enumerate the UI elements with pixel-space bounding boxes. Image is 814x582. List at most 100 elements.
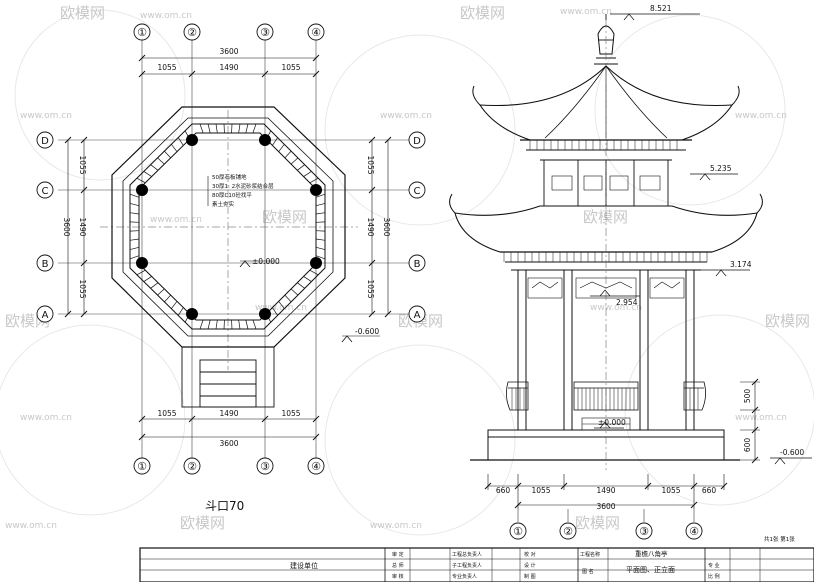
column-dot	[259, 134, 271, 146]
detail-stroke	[290, 157, 299, 165]
detail-stroke	[284, 150, 292, 159]
width-dim: 1055	[531, 486, 550, 495]
detail-stroke	[129, 238, 140, 241]
plan-features	[136, 134, 380, 408]
axis-label: ④	[311, 26, 321, 39]
dim-side-total: 3600	[382, 217, 391, 236]
detail-stroke	[129, 255, 140, 260]
dim-side-seg: 1055	[366, 279, 375, 298]
watermark-brand: 欧模网	[180, 514, 225, 532]
detail-stroke	[297, 282, 305, 289]
right-col: 专 业	[708, 562, 720, 569]
height-dim: 500	[743, 389, 752, 404]
tb-cell: 工程总负责人	[452, 551, 482, 558]
column-dot	[136, 257, 148, 269]
dim-side-seg: 1055	[78, 155, 87, 174]
axis-label: ①	[137, 26, 147, 39]
axis-label: ②	[187, 26, 197, 39]
watermark-site: www.om.cn	[20, 111, 72, 121]
detail-stroke	[303, 276, 312, 282]
watermark-brand: 欧模网	[575, 514, 620, 532]
tb-cell: 审 定	[392, 551, 404, 558]
watermark-brand: 欧模网	[262, 208, 307, 226]
detail-stroke	[309, 269, 319, 276]
tb-cell: 校 对	[524, 551, 536, 558]
lower-roof-rafters	[503, 252, 708, 262]
width-dim: 1490	[596, 486, 615, 495]
detail-stroke	[136, 269, 146, 276]
plan-dim-ticks	[64, 54, 392, 441]
detail-stroke	[303, 171, 312, 177]
dim-segment: 1490	[219, 409, 238, 418]
level-floor: ±0.000	[598, 418, 626, 427]
axis-label: B	[42, 259, 49, 270]
elevation-text: 8.521 5.235 3.174 2.954 ±0.000 -0.600 50…	[496, 4, 805, 538]
watermark-circles	[0, 9, 814, 536]
watermark-site: www.om.cn	[5, 521, 57, 531]
detail-stroke	[297, 164, 305, 171]
watermark-site: www.om.cn	[735, 413, 787, 423]
column-dot	[310, 257, 322, 269]
detail-stroke	[164, 150, 171, 159]
watermark-site: www.om.cn	[560, 7, 612, 17]
detail-stroke	[315, 246, 326, 250]
detail-stroke	[238, 123, 241, 134]
detail-stroke	[315, 212, 326, 215]
material-note: 素土夯实	[212, 200, 235, 208]
build-unit-label: 建设单位	[290, 561, 318, 570]
watermark-brand: 欧模网	[765, 312, 810, 330]
level-upper: 5.235	[710, 164, 732, 173]
drawing-label: 图 名	[582, 568, 594, 575]
detail-stroke	[278, 144, 285, 152]
detail-stroke	[215, 123, 218, 134]
watermark-site: www.om.cn	[150, 215, 202, 225]
watermark-brand: 欧模网	[60, 4, 105, 22]
plan-label: 斗口70	[205, 499, 244, 513]
watermark-site: www.om.cn	[735, 111, 787, 121]
axis-label: C	[42, 186, 49, 197]
plan-axis-lines	[58, 40, 425, 458]
detail-stroke	[272, 137, 278, 146]
width-dim: 660	[702, 486, 717, 495]
plan-octagon-platform	[122, 117, 334, 337]
detail-stroke	[199, 123, 204, 134]
axis-label: ①	[137, 460, 147, 473]
detail-stroke	[252, 319, 257, 330]
column-dot	[186, 308, 198, 320]
material-note: 30厚1: 2水泥砂浆结合层	[212, 182, 274, 190]
right-col: 比 例	[708, 573, 720, 580]
elevation-axis-bubbles	[509, 509, 703, 540]
detail-stroke	[238, 319, 241, 330]
plan-axis-bubbles	[36, 23, 426, 475]
axis-label: ②	[563, 525, 573, 538]
plan-railing-balusters	[129, 123, 326, 330]
elevation-level-markers	[590, 13, 812, 465]
level-beam: 2.954	[616, 298, 638, 307]
axis-label: D	[413, 136, 421, 147]
plan-drawing	[58, 40, 425, 458]
tb-cell: 审 核	[392, 573, 404, 580]
tb-cell: 制 图	[524, 573, 536, 580]
dim-total-top: 3600	[219, 47, 238, 56]
plan-dimensions	[67, 57, 389, 438]
tb-cell: 专业负责人	[452, 573, 477, 580]
tb-cell: 设 计	[524, 562, 536, 569]
axis-label: A	[414, 310, 421, 321]
detail-stroke	[315, 193, 326, 198]
elevation-drawing	[449, 13, 812, 540]
elevation-width-dims	[484, 474, 728, 509]
detail-stroke	[177, 307, 184, 316]
plan-centerlines	[100, 110, 358, 370]
plan-entry-steps	[181, 346, 275, 408]
detail-stroke	[284, 294, 292, 303]
detail-stroke	[157, 288, 165, 296]
watermark-brand: 欧模网	[460, 4, 505, 22]
watermark-layer: 欧模网 www.om.cn 欧模网 www.om.cn www.om.cn ww…	[0, 4, 814, 536]
detail-stroke	[199, 319, 204, 330]
watermark-site: www.om.cn	[20, 413, 72, 423]
detail-stroke	[278, 301, 285, 309]
height-dim: 600	[743, 438, 752, 453]
detail-stroke	[207, 123, 211, 134]
detail-stroke	[215, 319, 218, 330]
